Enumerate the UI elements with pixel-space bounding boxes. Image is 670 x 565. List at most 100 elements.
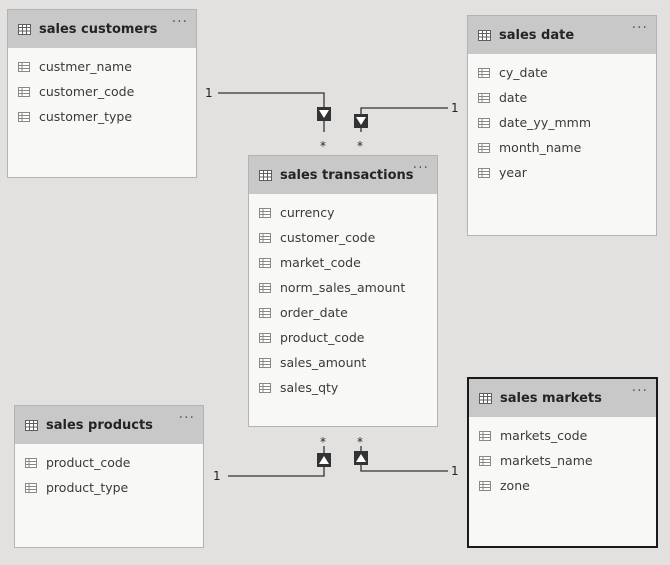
field-list: custmer_name customer_code customer_type — [8, 48, 196, 129]
field-item[interactable]: cy_date — [468, 60, 656, 85]
field-item[interactable]: custmer_name — [8, 54, 196, 79]
table-header[interactable]: sales markets ··· — [469, 379, 656, 417]
field-item[interactable]: year — [468, 160, 656, 185]
more-options-button[interactable]: ··· — [171, 14, 188, 30]
field-name: date_yy_mmm — [499, 115, 592, 130]
table-sales-products[interactable]: sales products ··· product_code product_… — [14, 405, 204, 548]
cardinality-one-label: 1 — [205, 86, 213, 100]
column-icon — [479, 430, 491, 441]
field-item[interactable]: zone — [469, 473, 656, 498]
table-title: sales markets — [500, 390, 602, 406]
field-name: customer_code — [39, 84, 135, 99]
field-name: sales_qty — [280, 380, 339, 395]
field-item[interactable]: market_code — [249, 250, 437, 275]
column-icon — [18, 111, 30, 122]
field-list: cy_date date date_yy_mmm month_name year — [468, 54, 656, 185]
table-title: sales customers — [39, 21, 158, 37]
column-icon — [259, 282, 271, 293]
table-title: sales date — [499, 27, 575, 43]
table-icon — [18, 23, 31, 35]
field-item[interactable]: sales_amount — [249, 350, 437, 375]
field-item[interactable]: product_code — [249, 325, 437, 350]
more-options-button[interactable]: ··· — [412, 160, 429, 176]
field-item[interactable]: markets_code — [469, 423, 656, 448]
cardinality-many-label: * — [357, 435, 363, 449]
column-icon — [479, 480, 491, 491]
table-sales-date[interactable]: sales date ··· cy_date date date_yy_mmm … — [467, 15, 657, 236]
column-icon — [25, 457, 37, 468]
field-name: custmer_name — [39, 59, 132, 74]
field-name: markets_code — [500, 428, 588, 443]
table-title: sales transactions — [280, 167, 414, 183]
more-options-button[interactable]: ··· — [631, 20, 648, 36]
field-name: cy_date — [499, 65, 548, 80]
table-sales-markets[interactable]: sales markets ··· markets_code markets_n… — [467, 377, 658, 548]
field-name: norm_sales_amount — [280, 280, 406, 295]
filter-direction-icon — [317, 107, 331, 121]
relationship-date-transactions[interactable]: 1 * — [354, 101, 459, 153]
column-icon — [259, 332, 271, 343]
column-icon — [259, 382, 271, 393]
table-icon — [259, 169, 272, 181]
field-name: order_date — [280, 305, 348, 320]
more-options-button[interactable]: ··· — [631, 383, 648, 399]
relationship-customers-transactions[interactable]: 1 * — [205, 86, 331, 153]
field-item[interactable]: customer_code — [8, 79, 196, 104]
column-icon — [259, 207, 271, 218]
relationship-products-transactions[interactable]: 1 * — [213, 435, 331, 483]
field-list: currency customer_code market_code norm_… — [249, 194, 437, 400]
field-name: product_code — [46, 455, 131, 470]
field-name: markets_name — [500, 453, 593, 468]
table-sales-customers[interactable]: sales customers ··· custmer_name custome… — [7, 9, 197, 178]
field-item[interactable]: currency — [249, 200, 437, 225]
more-options-button[interactable]: ··· — [178, 410, 195, 426]
field-item[interactable]: date — [468, 85, 656, 110]
field-name: sales_amount — [280, 355, 367, 370]
field-name: product_code — [280, 330, 365, 345]
field-item[interactable]: markets_name — [469, 448, 656, 473]
field-item[interactable]: norm_sales_amount — [249, 275, 437, 300]
column-icon — [479, 455, 491, 466]
field-name: date — [499, 90, 528, 105]
field-name: customer_code — [280, 230, 376, 245]
column-icon — [25, 482, 37, 493]
field-item[interactable]: month_name — [468, 135, 656, 160]
field-item[interactable]: product_type — [15, 475, 203, 500]
filter-direction-icon — [317, 453, 331, 467]
field-item[interactable]: date_yy_mmm — [468, 110, 656, 135]
field-item[interactable]: order_date — [249, 300, 437, 325]
field-name: zone — [500, 478, 530, 493]
field-item[interactable]: customer_code — [249, 225, 437, 250]
cardinality-one-label: 1 — [451, 464, 459, 478]
table-icon — [479, 392, 492, 404]
table-icon — [478, 29, 491, 41]
field-name: product_type — [46, 480, 129, 495]
field-item[interactable]: customer_type — [8, 104, 196, 129]
field-list: markets_code markets_name zone — [469, 417, 656, 498]
field-name: year — [499, 165, 527, 180]
field-list: product_code product_type — [15, 444, 203, 500]
column-icon — [478, 167, 490, 178]
column-icon — [478, 117, 490, 128]
field-item[interactable]: product_code — [15, 450, 203, 475]
field-item[interactable]: sales_qty — [249, 375, 437, 400]
table-sales-transactions[interactable]: sales transactions ··· currency customer… — [248, 155, 438, 427]
relationship-markets-transactions[interactable]: 1 * — [354, 435, 459, 478]
table-title: sales products — [46, 417, 153, 433]
column-icon — [18, 61, 30, 72]
column-icon — [478, 92, 490, 103]
field-name: month_name — [499, 140, 582, 155]
cardinality-many-label: * — [357, 139, 363, 153]
table-header[interactable]: sales transactions ··· — [249, 156, 437, 194]
table-header[interactable]: sales products ··· — [15, 406, 203, 444]
column-icon — [259, 257, 271, 268]
table-header[interactable]: sales date ··· — [468, 16, 656, 54]
cardinality-one-label: 1 — [213, 469, 221, 483]
column-icon — [18, 86, 30, 97]
field-name: currency — [280, 205, 335, 220]
column-icon — [259, 357, 271, 368]
table-header[interactable]: sales customers ··· — [8, 10, 196, 48]
field-name: customer_type — [39, 109, 133, 124]
cardinality-many-label: * — [320, 139, 326, 153]
